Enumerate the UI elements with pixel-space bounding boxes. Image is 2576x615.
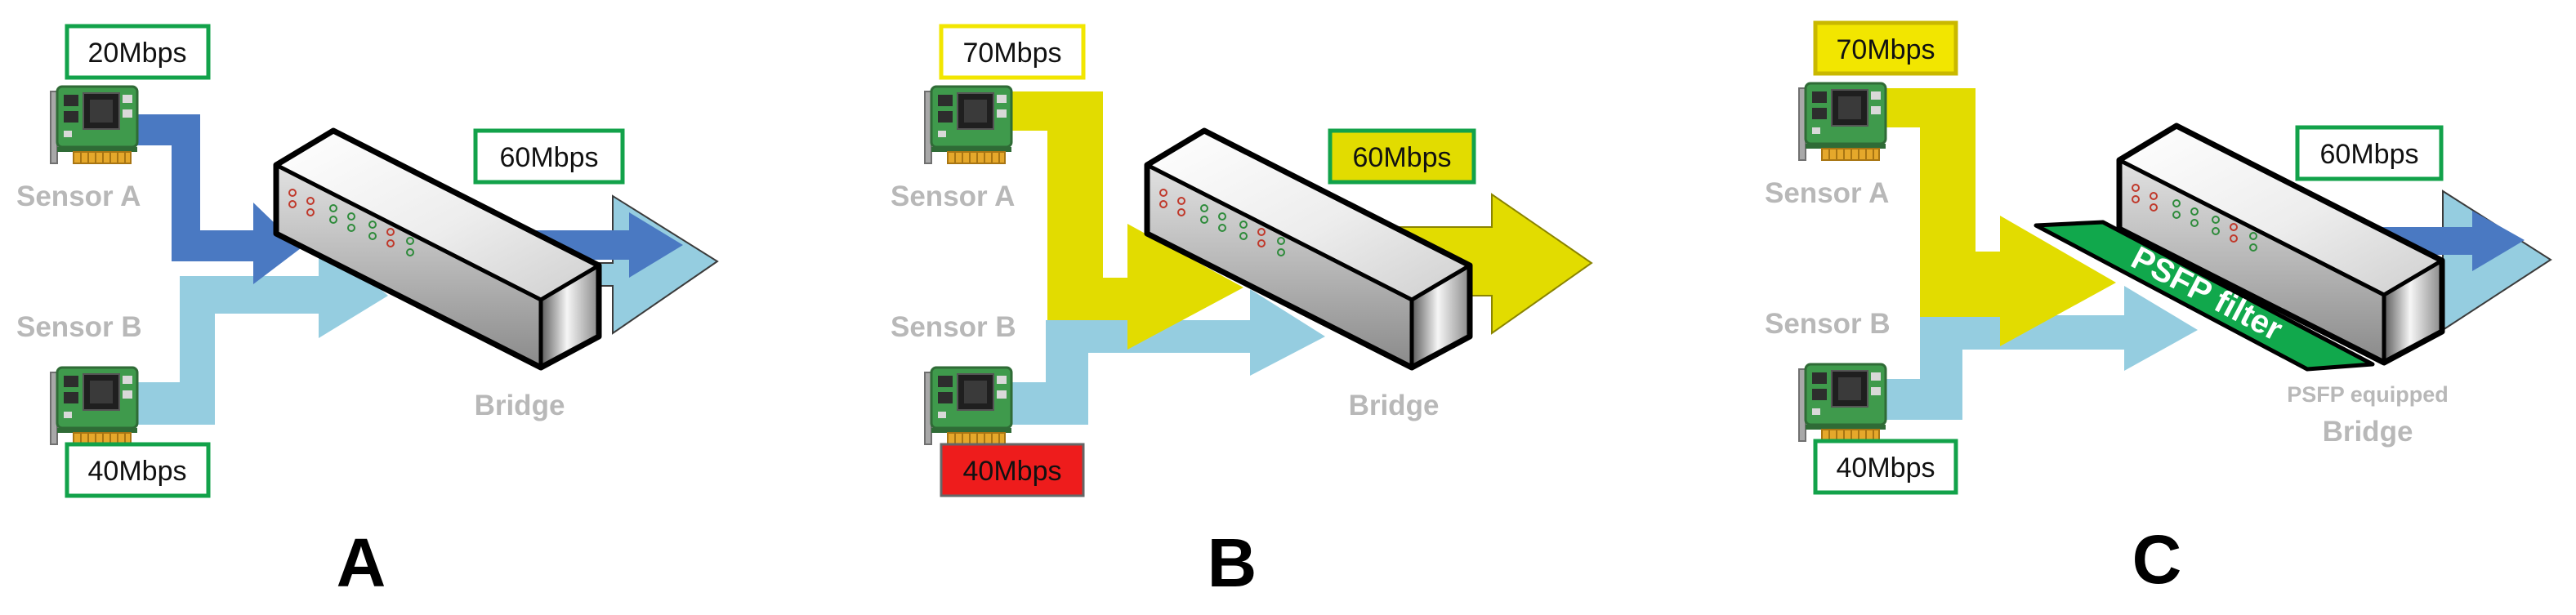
flow-sensor-b [1005, 289, 1325, 425]
output-rate-box: 60Mbps [473, 128, 625, 185]
panel-letter: C [2132, 521, 2182, 598]
sensor-b-rate: 40Mbps [88, 456, 187, 487]
sensor-b-label: Sensor B [891, 311, 1016, 343]
sensor-a-label: Sensor A [891, 180, 1015, 212]
sensor-b-label: Sensor B [16, 311, 142, 343]
panel-letter: A [337, 524, 386, 601]
sensor-a-label: Sensor A [1765, 177, 1889, 209]
sensor-b-rate-box: 40Mbps [1813, 439, 1958, 495]
sensor-a-rate-box: 70Mbps [1813, 20, 1958, 76]
flow-output-dark [498, 212, 683, 278]
sensor-b-rate-box: 40Mbps [65, 442, 211, 498]
output-rate: 60Mbps [1353, 142, 1452, 173]
bridge-caption: PSFP equipped [2287, 382, 2449, 407]
panel-b: 70Mbps 60Mbps 40Mbps Sensor A Sensor B B… [891, 24, 1593, 601]
sensor-board-icon [49, 366, 139, 446]
bridge-label: Bridge [475, 390, 565, 421]
sensor-b-rate: 40Mbps [1837, 452, 1935, 484]
flow-sensor-b [1879, 286, 2198, 420]
sensor-board-icon [49, 85, 139, 165]
output-rate-box: 60Mbps [1328, 128, 1476, 185]
panel-letter: B [1208, 524, 1257, 601]
output-rate: 60Mbps [2320, 139, 2419, 170]
bridge-label: Bridge [2323, 416, 2413, 448]
sensor-a-rate: 70Mbps [963, 38, 1062, 69]
sensor-b-rate: 40Mbps [963, 456, 1062, 487]
flow-sensor-a [1007, 91, 1243, 350]
flow-sensor-a [1879, 88, 2116, 346]
sensor-a-rate: 70Mbps [1837, 34, 1935, 65]
flow-sensor-a [135, 114, 301, 284]
sensor-board-icon [923, 366, 1013, 446]
panel-a: 20Mbps 60Mbps 40Mbps Sensor A Sensor B B… [16, 24, 719, 601]
sensor-board-icon [1797, 363, 1887, 443]
sensor-a-rate-box: 20Mbps [65, 24, 211, 80]
sensor-a-rate: 20Mbps [88, 38, 187, 69]
sensor-b-rate-box: 40Mbps [940, 443, 1085, 497]
sensor-a-label: Sensor A [16, 180, 141, 212]
flow-sensor-b [135, 237, 388, 425]
sensor-b-label: Sensor B [1765, 308, 1891, 340]
panel-c: PSFP filter 70Mbps 60Mbps 40Mbps Sensor … [1765, 20, 2552, 598]
sensor-board-icon [923, 85, 1013, 165]
flow-output-dark [2337, 211, 2525, 271]
sensor-a-rate-box: 70Mbps [939, 24, 1086, 80]
bridge-label: Bridge [1349, 390, 1440, 421]
sensor-board-icon [1797, 82, 1887, 162]
output-rate: 60Mbps [500, 142, 599, 173]
output-rate-box: 60Mbps [2295, 125, 2444, 181]
